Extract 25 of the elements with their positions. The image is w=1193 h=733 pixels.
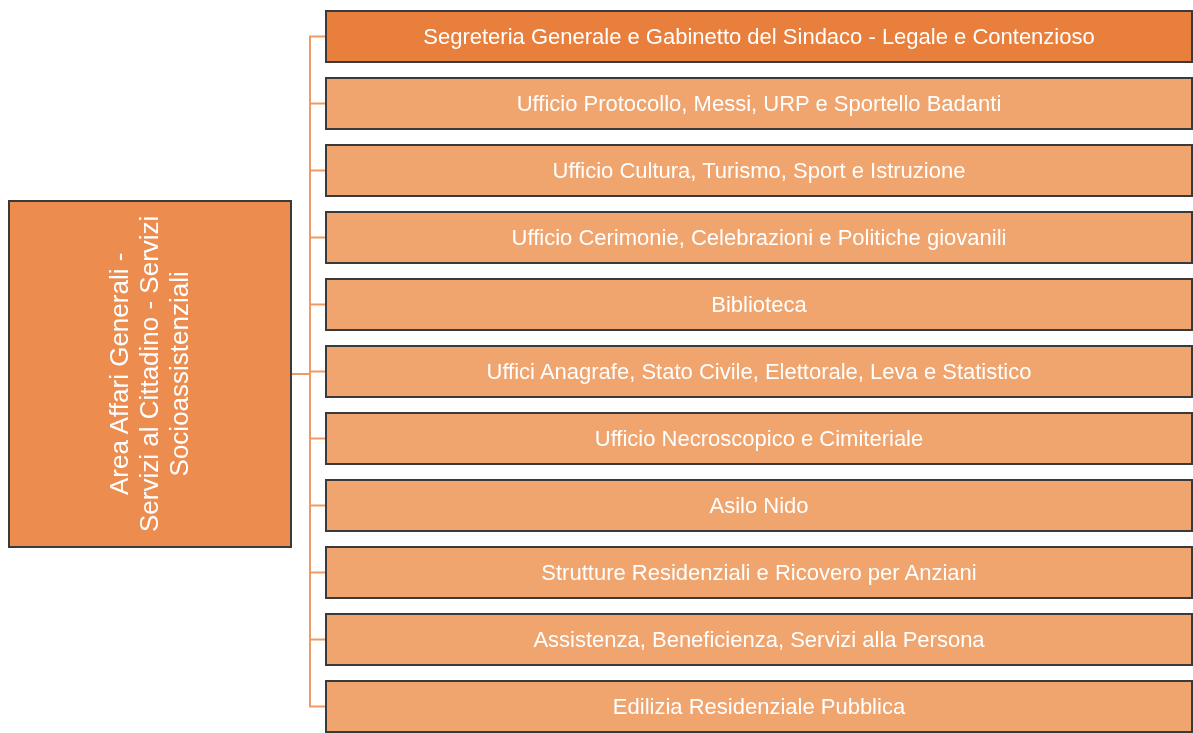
office-name: Asilo Nido xyxy=(709,492,809,519)
office-box xyxy=(325,680,1193,733)
office-name: Uffici Anagrafe, Stato Civile, Elettorale, Leva e Statistico xyxy=(486,358,1032,385)
office-box xyxy=(325,77,1193,130)
office-box xyxy=(325,211,1193,264)
office-name: Biblioteca xyxy=(711,291,807,318)
office-name: Ufficio Cultura, Turismo, Sport e Istruzione xyxy=(552,157,966,184)
office-name: Edilizia Residenziale Pubblica xyxy=(612,693,906,720)
office-box xyxy=(325,412,1193,465)
office-box xyxy=(325,613,1193,666)
office-name: Ufficio Necroscopico e Cimiteriale xyxy=(594,425,924,452)
office-box xyxy=(325,144,1193,197)
area-title: Area Affari Generali - Servizi al Cittadino - Servizi Socioassistenziali xyxy=(105,214,195,534)
office-box xyxy=(325,345,1193,398)
office-box xyxy=(325,278,1193,331)
office-box xyxy=(325,479,1193,532)
office-name: Segreteria Generale e Gabinetto del Sindaco - Legale e Contenzioso xyxy=(423,23,1095,50)
office-name: Strutture Residenziali e Ricovero per Anziani xyxy=(541,559,977,586)
area-box xyxy=(8,200,292,548)
connector-line xyxy=(291,373,326,708)
office-name: Ufficio Cerimonie, Celebrazioni e Politiche giovanili xyxy=(511,224,1007,251)
office-name: Assistenza, Beneficienza, Servizi alla Persona xyxy=(533,626,985,653)
office-box xyxy=(325,546,1193,599)
office-name: Ufficio Protocollo, Messi, URP e Sportello Badanti xyxy=(516,90,1002,117)
office-box xyxy=(325,10,1193,63)
